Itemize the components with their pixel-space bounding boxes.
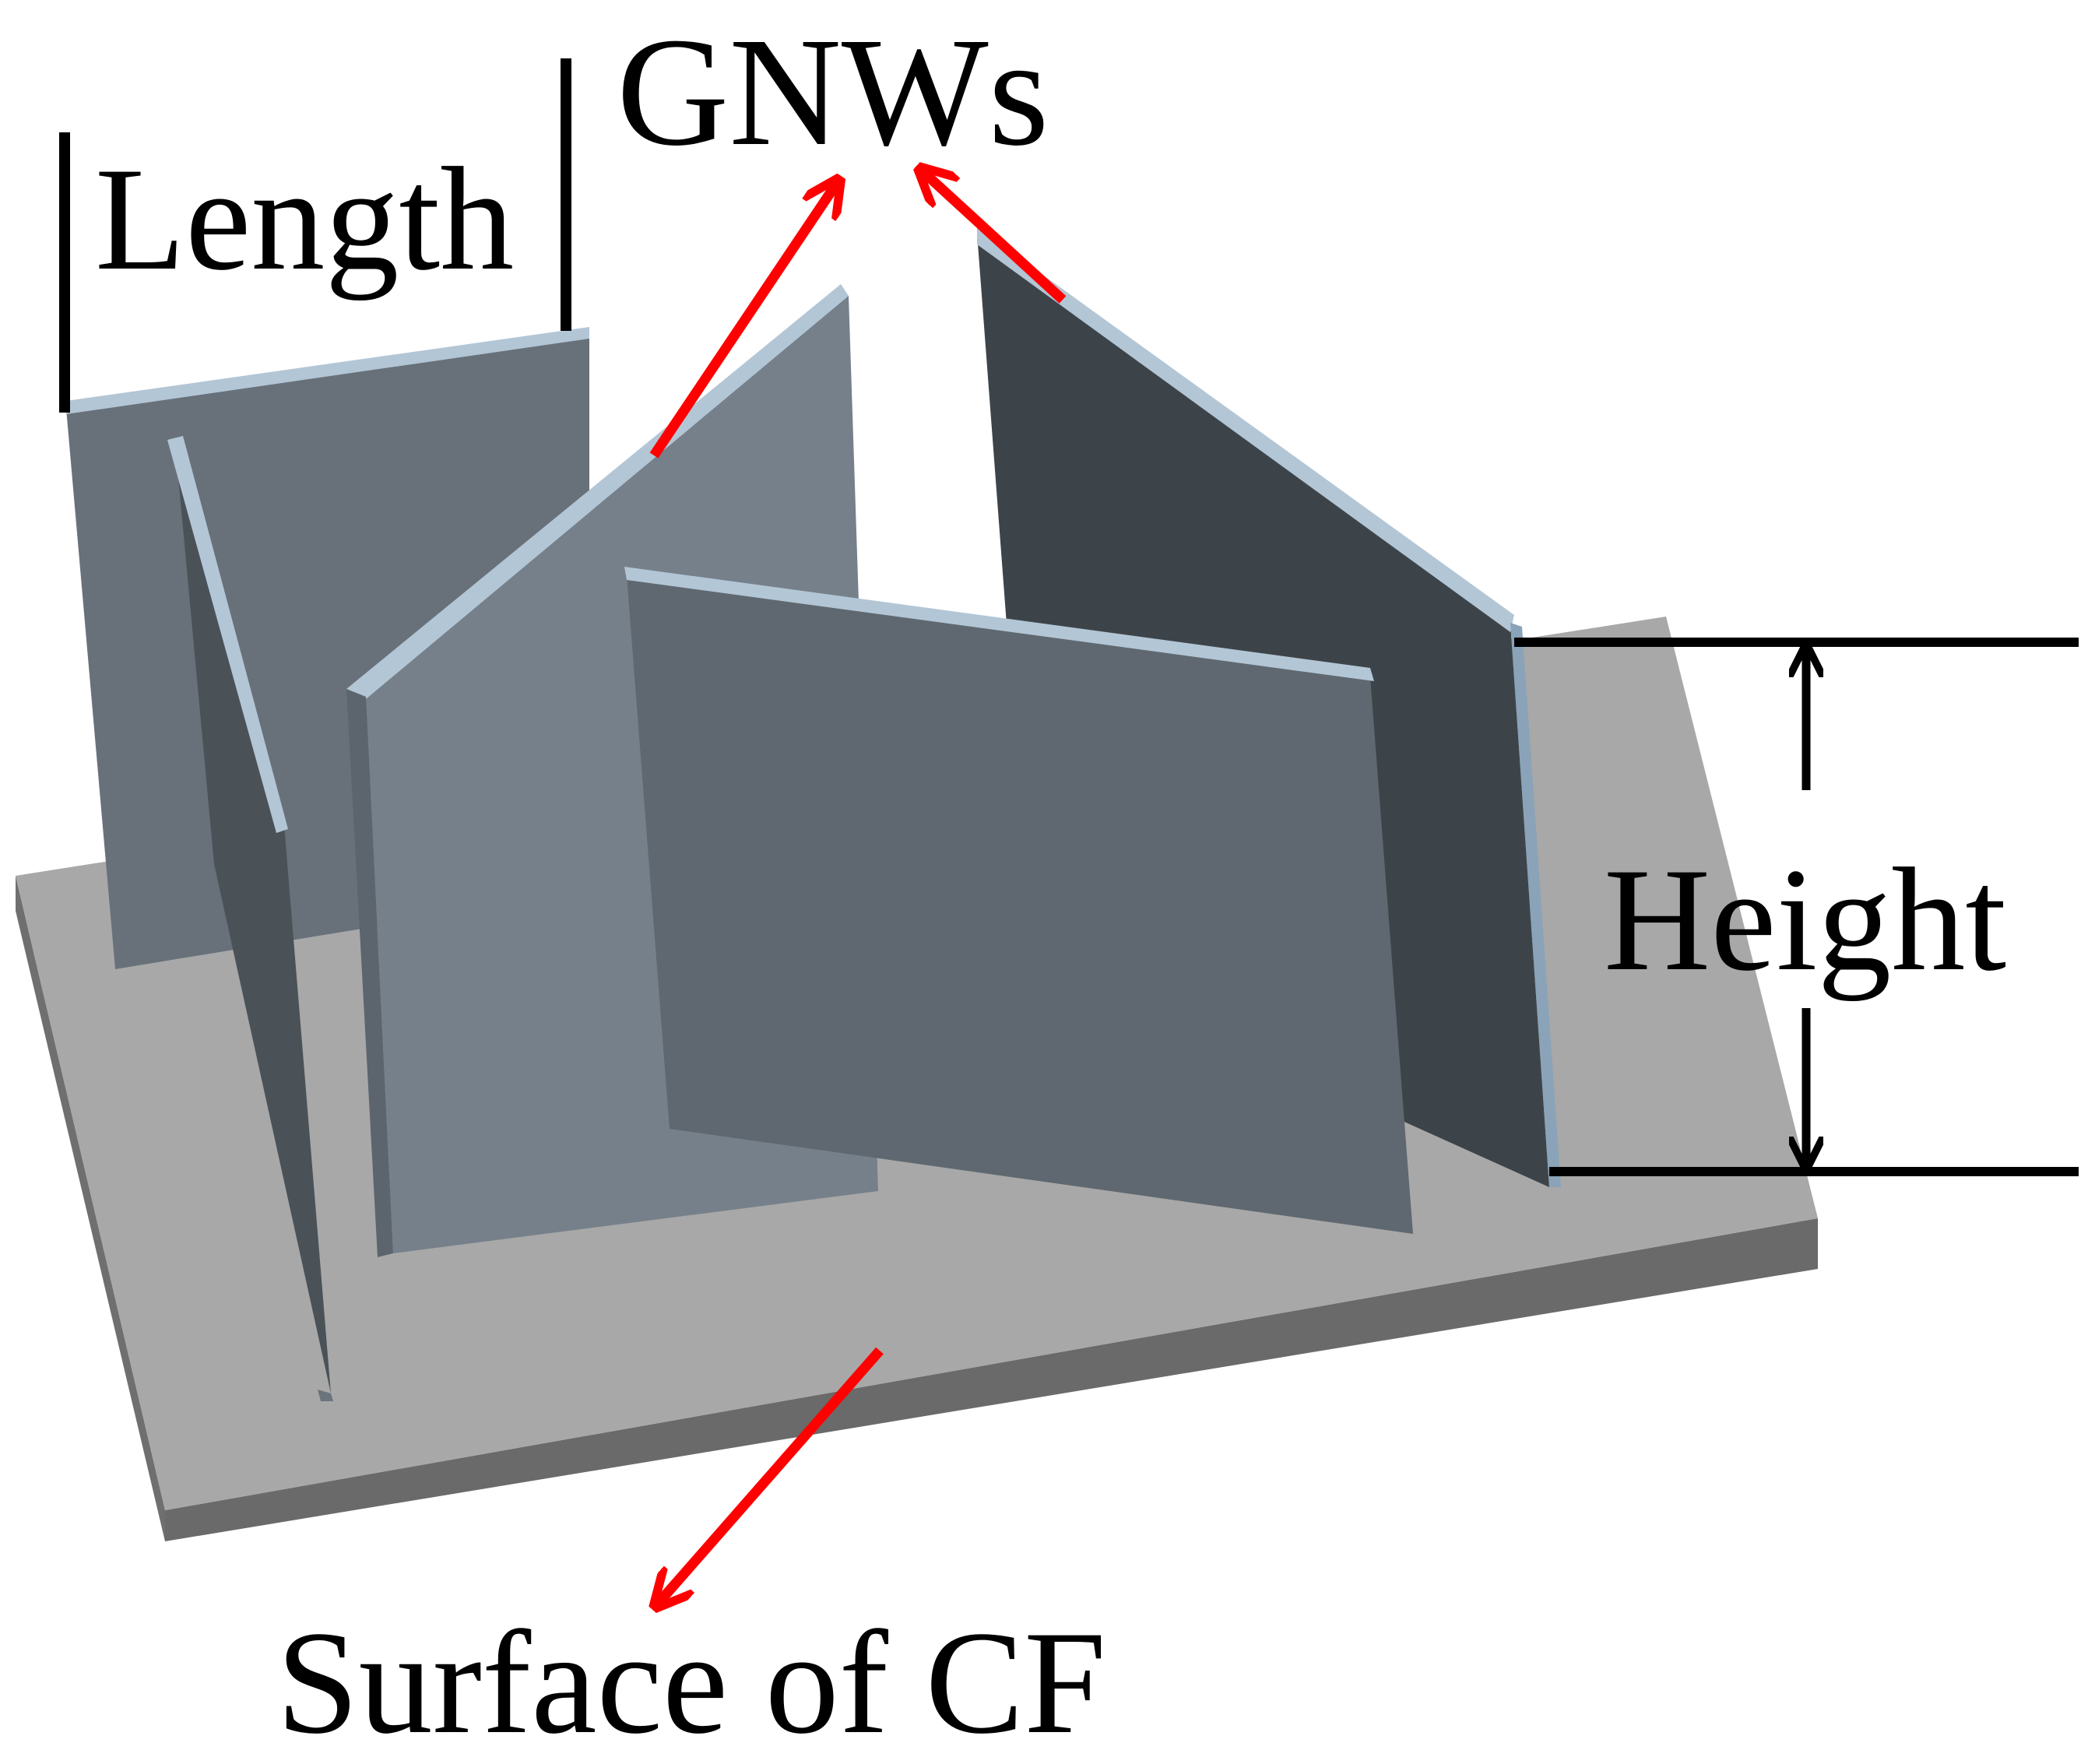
sheet-side-edge (346, 689, 393, 1257)
sheet-face (627, 576, 1413, 1234)
substrate-right-side (165, 1218, 1818, 1541)
sheet-side-edge (1510, 623, 1561, 1187)
gnws-pointers (649, 171, 1067, 459)
sheet-bottom-edge (318, 1390, 333, 1401)
gnws-label: GNWs (617, 6, 1049, 178)
length-dimension (59, 58, 571, 413)
height-dimension (1514, 638, 2079, 1176)
surface-pointer (658, 1347, 884, 1604)
sheet-top-edge (66, 327, 589, 414)
sheet-face (175, 444, 331, 1393)
red-arrow-icon (649, 183, 837, 459)
sheet-top-edge (977, 227, 1514, 632)
sheet-top-edge (346, 284, 849, 699)
surface-label: Surface of CF (276, 1601, 1106, 1764)
red-arrow-icon (658, 1347, 884, 1604)
length-label: Length (95, 138, 514, 301)
red-arrow-icon (923, 171, 1067, 304)
substrate-front-side (16, 876, 165, 1541)
gnw-sheet-edge-on (167, 436, 333, 1401)
height-label: Height (1604, 838, 2006, 1002)
gnw-sheet-front (624, 567, 1413, 1234)
sheet-lit-edge (167, 436, 288, 833)
sheet-top-edge (624, 567, 1374, 681)
